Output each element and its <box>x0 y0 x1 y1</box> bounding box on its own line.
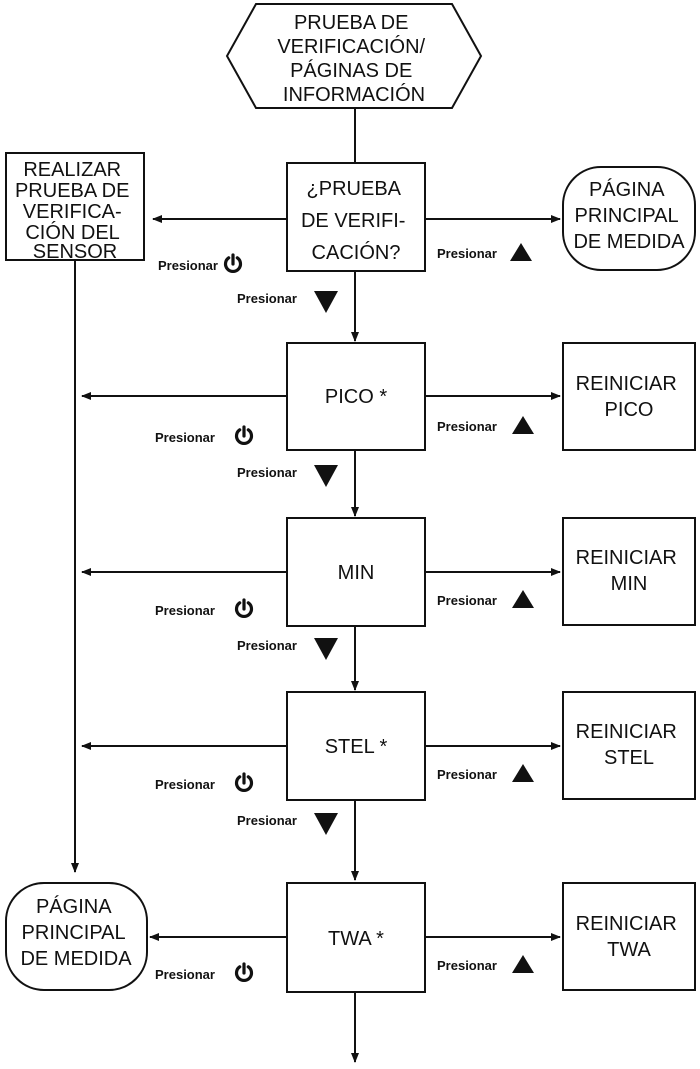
press-down-label: Presionar <box>237 291 338 313</box>
press-power-label: Presionar <box>158 253 243 273</box>
reset-line: REINICIAR <box>576 721 677 743</box>
triangle-down-icon <box>314 638 338 660</box>
start-line: INFORMACIÓN <box>283 83 425 106</box>
triangle-up-icon <box>512 590 534 608</box>
sensor-test-line: SENSOR <box>33 241 117 263</box>
step-label: PICO * <box>325 386 387 408</box>
start-line: PÁGINAS DE <box>290 59 412 82</box>
svg-text:Presionar: Presionar <box>237 638 297 653</box>
step-label: MIN <box>338 562 375 584</box>
start-line: VERIFICACIÓN/ <box>277 35 425 58</box>
svg-text:Presionar: Presionar <box>155 967 215 982</box>
triangle-down-icon <box>314 813 338 835</box>
sensor-test-line: REALIZAR <box>23 159 121 181</box>
start-node: PRUEBA DE VERIFICACIÓN/ PÁGINAS DE INFOR… <box>225 3 483 109</box>
triangle-down-icon <box>314 291 338 313</box>
reset-node-pico: REINICIAR PICO <box>562 342 696 451</box>
main-page-line: DE MEDIDA <box>20 948 132 970</box>
triangle-up-icon <box>512 764 534 782</box>
svg-text:Presionar: Presionar <box>437 767 497 782</box>
reset-line: MIN <box>611 573 648 595</box>
reset-line: REINICIAR <box>576 547 677 569</box>
reset-node-twa: REINICIAR TWA <box>562 882 696 991</box>
power-icon <box>234 962 254 982</box>
power-icon <box>234 425 254 445</box>
svg-text:¿PRUEBA DE VERIFI-: ¿PRUEBA DE VERIFI- CACIÓN? <box>301 178 411 264</box>
svg-text:PRUEBA DE VERIFICACIÓN/: PRUEBA DE VERIFICACIÓN/ PÁGINAS DE INFOR… <box>277 12 430 106</box>
start-line: PRUEBA DE <box>294 12 408 34</box>
press-up-label: Presionar <box>437 416 534 434</box>
triangle-up-icon <box>510 243 532 261</box>
reset-line: PICO <box>605 399 654 421</box>
svg-text:Presionar: Presionar <box>155 603 215 618</box>
press-power-label: Presionar <box>155 598 254 618</box>
step-label: TWA * <box>328 928 384 950</box>
press-down-label: Presionar <box>237 813 338 835</box>
svg-text:PÁGINA PRINCIPAL D: PÁGINA PRINCIPAL DE MEDIDA <box>573 178 685 253</box>
svg-text:REINICIAR STEL: REINICIAR STEL <box>576 721 683 769</box>
svg-text:Presionar: Presionar <box>237 465 297 480</box>
decision-node: ¿PRUEBA DE VERIFI- CACIÓN? <box>286 162 426 272</box>
reset-line: STEL <box>604 747 654 769</box>
reset-line: TWA <box>607 939 651 961</box>
press-up-label: Presionar <box>437 590 534 608</box>
svg-text:Presionar: Presionar <box>237 813 297 828</box>
step-node-min: MIN <box>286 517 426 627</box>
svg-text:Presionar: Presionar <box>437 246 497 261</box>
press-down-label: Presionar <box>237 638 338 660</box>
step-node-twa: TWA * <box>286 882 426 993</box>
power-icon <box>223 253 243 273</box>
svg-text:Presionar: Presionar <box>155 777 215 792</box>
press-power-label: Presionar <box>155 962 254 982</box>
svg-text:Presionar: Presionar <box>437 958 497 973</box>
decision-line: DE VERIFI- <box>301 210 405 232</box>
main-page-line: PÁGINA <box>589 178 665 201</box>
main-page-node-left: PÁGINA PRINCIPAL DE MEDIDA <box>5 882 148 991</box>
svg-text:REINICIAR TWA: REINICIAR TWA <box>576 913 683 961</box>
decision-line: ¿PRUEBA <box>307 178 402 200</box>
sensor-test-line: PRUEBA DE <box>15 180 129 202</box>
reset-line: REINICIAR <box>576 373 677 395</box>
press-up-label: Presionar <box>437 243 532 261</box>
svg-text:PÁGINA PRINCIPAL D: PÁGINA PRINCIPAL DE MEDIDA <box>20 895 132 970</box>
main-page-line: PRINCIPAL <box>22 922 126 944</box>
triangle-down-icon <box>314 465 338 487</box>
press-down-label: Presionar <box>237 465 338 487</box>
svg-text:REALIZAR PRUEBA DE: REALIZAR PRUEBA DE VERIFICA- CIÓN DEL SE… <box>15 159 135 263</box>
power-icon <box>234 772 254 792</box>
svg-text:Presionar: Presionar <box>158 258 218 273</box>
reset-node-stel: REINICIAR STEL <box>562 691 696 800</box>
svg-text:REINICIAR MIN: REINICIAR MIN <box>576 547 683 595</box>
connectors <box>71 108 561 1063</box>
press-power-label: Presionar <box>155 772 254 792</box>
step-node-stel: STEL * <box>286 691 426 801</box>
main-page-node-right: PÁGINA PRINCIPAL DE MEDIDA <box>562 166 696 271</box>
main-page-line: PRINCIPAL <box>575 205 679 227</box>
power-icon <box>234 598 254 618</box>
sensor-test-node: REALIZAR PRUEBA DE VERIFICA- CIÓN DEL SE… <box>5 152 145 263</box>
main-page-line: PÁGINA <box>36 895 112 918</box>
triangle-up-icon <box>512 416 534 434</box>
svg-text:Presionar: Presionar <box>155 430 215 445</box>
svg-text:Presionar: Presionar <box>437 593 497 608</box>
step-label: STEL * <box>325 736 388 758</box>
decision-line: CACIÓN? <box>312 241 401 264</box>
svg-text:Presionar: Presionar <box>237 291 297 306</box>
sensor-test-line: VERIFICA- <box>23 201 122 223</box>
reset-line: REINICIAR <box>576 913 677 935</box>
press-up-label: Presionar <box>437 955 534 973</box>
step-node-pico: PICO * <box>286 342 426 451</box>
reset-node-min: REINICIAR MIN <box>562 517 696 626</box>
triangle-up-icon <box>512 955 534 973</box>
press-power-label: Presionar <box>155 425 254 445</box>
press-up-label: Presionar <box>437 764 534 782</box>
main-page-line: DE MEDIDA <box>573 231 685 253</box>
sensor-test-line: CIÓN DEL <box>25 221 119 244</box>
svg-text:REINICIAR PICO: REINICIAR PICO <box>576 373 683 421</box>
svg-text:Presionar: Presionar <box>437 419 497 434</box>
